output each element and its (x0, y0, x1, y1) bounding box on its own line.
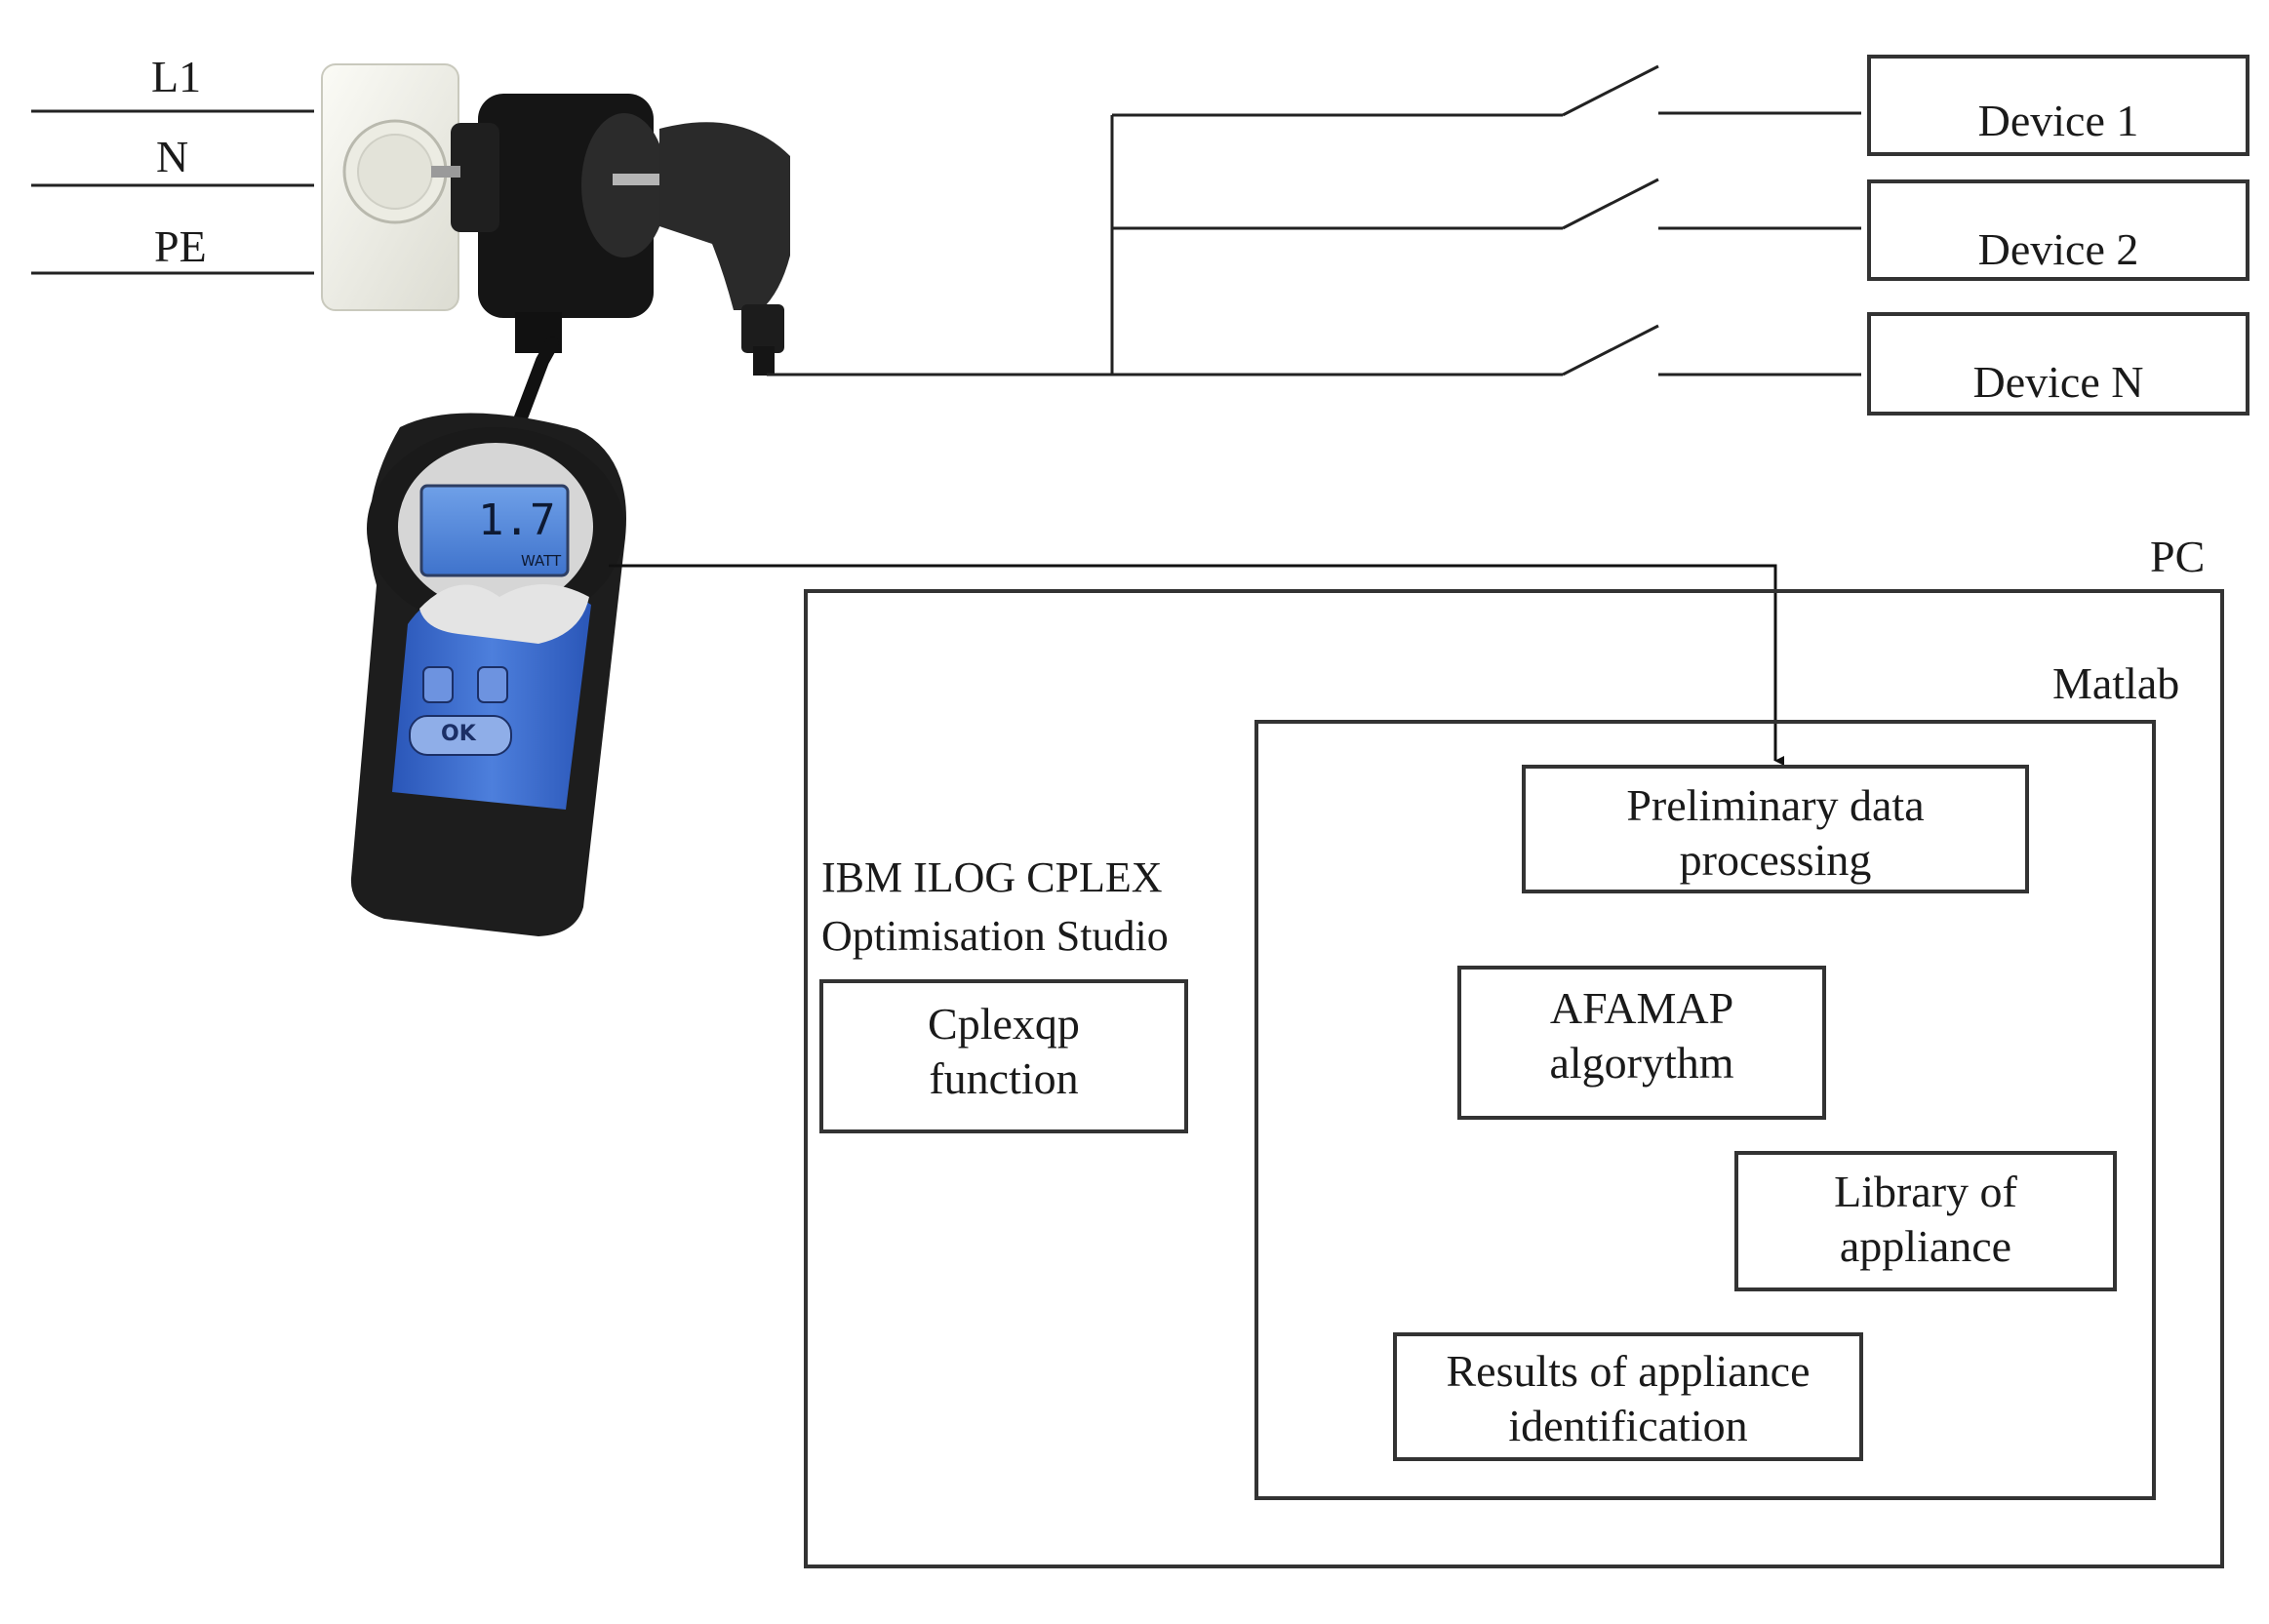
device-2-box: Device 2 (1867, 179, 2249, 281)
meter-reading: 1.7 (478, 495, 556, 545)
switch-n (1562, 324, 1659, 376)
appliance-plug-icon (659, 122, 790, 376)
preliminary-processing-text: Preliminary data processing (1526, 778, 2025, 888)
adapter-plug-icon (431, 94, 675, 353)
label-l1: L1 (151, 52, 202, 101)
afamap-line2: algorythm (1549, 1038, 1734, 1089)
cplexqp-function-box: Cplexqp function (819, 979, 1188, 1133)
afamap-line1: AFAMAP (1549, 983, 1734, 1033)
label-n: N (156, 132, 189, 181)
switch-2 (1562, 178, 1659, 230)
mains-wires (31, 109, 314, 275)
meter-ok-button: OK (441, 722, 476, 746)
pc-box (804, 589, 2224, 1568)
matlab-label: Matlab (2052, 658, 2180, 708)
preliminary-line2: processing (1679, 835, 1872, 886)
meter-cable (508, 337, 559, 440)
meter-lcd (419, 484, 570, 577)
library-line2: appliance (1839, 1221, 2012, 1272)
cplex-title-line1: IBM ILOG CPLEX (821, 853, 1163, 901)
preliminary-processing-box: Preliminary data processing (1522, 765, 2029, 893)
results-line2: identification (1508, 1401, 1748, 1451)
library-line1: Library of (1834, 1167, 2017, 1216)
device-1-box: Device 1 (1867, 55, 2249, 156)
distribution-wiring (767, 64, 1861, 376)
device-1-label: Device 1 (1977, 96, 2139, 145)
library-text: Library of appliance (1738, 1165, 2113, 1274)
results-box: Results of appliance identification (1393, 1332, 1863, 1461)
results-line1: Results of appliance (1446, 1346, 1811, 1396)
wall-socket-icon (321, 63, 459, 311)
results-text: Results of appliance identification (1397, 1344, 1859, 1453)
cplexqp-line1: Cplexqp (928, 999, 1080, 1049)
device-2-label: Device 2 (1977, 224, 2139, 274)
device-n-box: Device N (1867, 312, 2249, 416)
cplexqp-line2: function (929, 1053, 1079, 1104)
preliminary-line1: Preliminary data (1626, 780, 1925, 830)
meter-data-link (609, 564, 1784, 766)
cplexqp-function-text: Cplexqp function (823, 997, 1184, 1106)
device-n-label: Device N (1972, 357, 2144, 407)
label-pe: PE (154, 221, 207, 271)
afamap-box: AFAMAP algorythm (1457, 966, 1826, 1120)
library-box: Library of appliance (1734, 1151, 2117, 1291)
pc-label: PC (2150, 532, 2206, 581)
afamap-text: AFAMAP algorythm (1461, 981, 1822, 1090)
cplex-title-line2: Optimisation Studio (821, 912, 1169, 960)
matlab-box (1254, 720, 2156, 1500)
meter-unit: WATT (521, 552, 562, 570)
switch-1 (1562, 64, 1659, 117)
power-meter-icon (350, 413, 626, 936)
